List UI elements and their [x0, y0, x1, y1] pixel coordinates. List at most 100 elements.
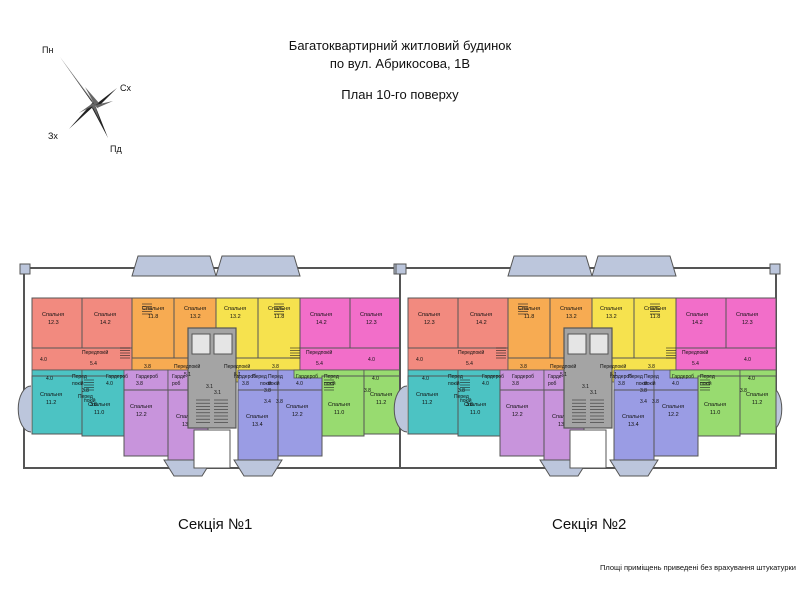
room-area-label: 13.4 — [252, 422, 263, 428]
area-label: Гардероб — [482, 374, 504, 380]
area-label: Перед — [268, 374, 283, 380]
room — [739, 375, 777, 435]
area-label: Перед — [644, 374, 659, 380]
room — [407, 297, 459, 349]
room-name-label: Спальня — [600, 306, 622, 312]
room-name-label: Спальня — [506, 404, 528, 410]
area-label: Передпокій — [224, 363, 251, 370]
room-area-label: 11.0 — [470, 410, 480, 416]
room — [81, 375, 125, 437]
room — [123, 389, 169, 457]
room-name-label: Спальня — [328, 402, 350, 408]
room-name-label: Спальня — [246, 414, 268, 420]
footnote: Площі приміщень приведені без врахування… — [600, 563, 796, 572]
room-name-label: Спальня — [94, 312, 116, 318]
room-area-label: 14.2 — [100, 320, 111, 326]
area-label: Перед — [448, 374, 463, 380]
room — [131, 297, 175, 359]
area-label: 4.0 — [748, 376, 755, 382]
area-label: Гардероб — [136, 374, 158, 380]
room-name-label: Спальня — [88, 402, 110, 408]
room-area-label: 12.2 — [292, 412, 303, 418]
room-area-label: 12.3 — [366, 320, 377, 326]
room — [725, 297, 777, 349]
room-name-label: Спальня — [418, 312, 440, 318]
section-1-plan: Спальня12.3Спальня14.2Спальня11.8Спальня… — [17, 255, 407, 477]
area-label: 3.8 — [364, 388, 371, 394]
area-label: 4.0 — [372, 376, 379, 382]
area-label: 4.0 — [416, 357, 423, 363]
compass-north-label: Пн — [42, 45, 54, 55]
room-area-label: 11.2 — [752, 400, 762, 406]
area-label: 3.8 — [272, 364, 279, 370]
area-label: 5.1 — [560, 372, 567, 378]
room — [697, 375, 741, 437]
room-name-label: Спальня — [662, 404, 684, 410]
compass-east-label: Сх — [120, 83, 131, 93]
room-name-label: Спальня — [310, 312, 332, 318]
area-label: 3.1 — [206, 384, 213, 390]
area-label: 3.8 — [276, 399, 283, 405]
section-2-label: Секція №2 — [552, 516, 627, 533]
room — [349, 297, 401, 349]
room-area-label: 14.2 — [476, 320, 487, 326]
room-area-label: 13.4 — [182, 422, 193, 428]
room-area-label: 13.4 — [628, 422, 639, 428]
area-label: 4.0 — [482, 381, 489, 387]
plan-title-line2: по вул. Абрикосова, 1В — [329, 56, 471, 71]
room-name-label: Спальня — [42, 312, 64, 318]
room-name-label: Спальня — [176, 414, 198, 420]
room-area-label: 12.2 — [512, 412, 523, 418]
area-label: Гардероб — [234, 374, 256, 380]
area-label: Перед — [700, 374, 715, 380]
area-label: 4.0 — [40, 357, 47, 363]
room — [457, 375, 501, 437]
area-label: 3.8 — [458, 388, 465, 394]
room-name-label: Спальня — [142, 306, 164, 312]
room-area-label: 13.2 — [190, 314, 201, 320]
area-label: 5.1 — [184, 372, 191, 378]
area-label: 3.8 — [242, 381, 249, 387]
area-label: 3.8 — [466, 402, 473, 408]
area-label: 3.4 — [640, 399, 647, 405]
area-label: роб — [548, 381, 557, 387]
room-area-label: 13.4 — [558, 422, 569, 428]
room-name-label: Спальня — [416, 392, 438, 398]
area-label: Гардероб — [106, 374, 128, 380]
area-label: 5.4 — [316, 361, 323, 367]
area-label: 3.8 — [90, 402, 97, 408]
area-label: Передпокій — [600, 363, 627, 370]
area-label: 3.8 — [512, 381, 519, 387]
area-label: 4.0 — [422, 376, 429, 382]
room-name-label: Спальня — [40, 392, 62, 398]
area-label: 3.8 — [136, 381, 143, 387]
area-label: покій — [448, 380, 460, 387]
area-label: 3.8 — [82, 388, 89, 394]
room — [277, 389, 323, 457]
room — [321, 375, 365, 437]
room-name-label: Спальня — [746, 392, 768, 398]
room-area-label: 13.2 — [606, 314, 617, 320]
plan-title-line1: Багатоквартирний житловий будинок — [288, 38, 512, 53]
area-label: покій — [84, 397, 96, 404]
room-name-label: Спальня — [464, 402, 486, 408]
area-label: покій — [460, 397, 472, 404]
area-label: Перед — [454, 394, 469, 400]
room-area-label: 12.3 — [424, 320, 435, 326]
area-label: 5.1 — [234, 372, 241, 378]
area-label: Гарде- — [548, 374, 564, 380]
area-label: Перед — [252, 374, 267, 380]
area-label: 5.4 — [692, 361, 699, 367]
area-label: Передпокій — [174, 363, 201, 370]
room-name-label: Спальня — [552, 414, 574, 420]
room-area-label: 14.2 — [316, 320, 327, 326]
compass-rose-icon — [60, 57, 117, 138]
area-label: покій — [324, 380, 336, 387]
area-label: 3.8 — [640, 388, 647, 394]
room-name-label: Спальня — [560, 306, 582, 312]
area-label: 5.1 — [610, 372, 617, 378]
room-area-label: 11.8 — [524, 314, 534, 320]
area-label: покій — [260, 380, 272, 387]
room-area-label: 12.3 — [48, 320, 59, 326]
room-name-label: Спальня — [286, 404, 308, 410]
